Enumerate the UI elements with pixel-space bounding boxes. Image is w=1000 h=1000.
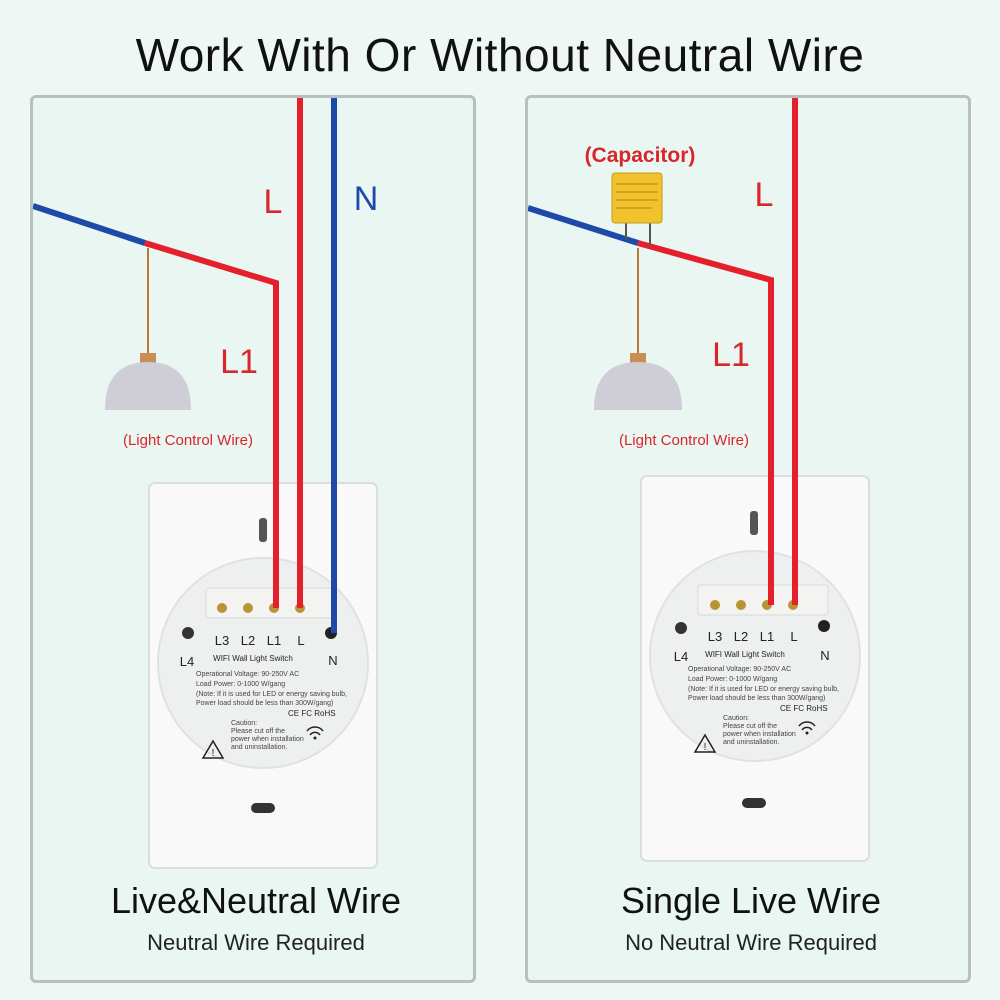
- product-name: WIFI Wall Light Switch: [213, 654, 293, 663]
- spec-load: Load Power: 0-1000 W/gang: [196, 681, 285, 688]
- terminal-label-l2: L2: [734, 629, 748, 644]
- switch-body: L3 L2 L1 L L4 N WIFI Wall Light Switch O…: [148, 482, 378, 869]
- terminal-label-l4: L4: [180, 654, 194, 669]
- panel-heading: Live&Neutral Wire: [110, 880, 402, 921]
- wiring-diagram-right: L3 L2 L1 L L4 N WIFI Wall Light Switch O…: [528, 98, 870, 862]
- terminal-label-n: N: [820, 648, 829, 663]
- load-wire-l1: [637, 240, 774, 605]
- spec-note-1: (Note: If it is used for LED or energy s…: [688, 686, 839, 693]
- caution-line-1: Caution:: [231, 720, 257, 727]
- label-load: L1: [220, 343, 258, 381]
- terminal-label-l1: L1: [760, 629, 774, 644]
- terminal-label-l2: L2: [241, 633, 255, 648]
- label-capacitor: (Capacitor): [585, 144, 696, 167]
- panel-subheading: No Neutral Wire Required: [625, 930, 877, 955]
- load-wire-l1: [144, 240, 279, 608]
- wiring-diagram-left: L3 L2 L1 L L4 N WIFI Wall Light Switch O…: [33, 98, 379, 869]
- panel-heading: Single Live Wire: [620, 880, 882, 921]
- caution-line-4: and uninstallation.: [231, 744, 287, 751]
- terminal-label-l1: L1: [267, 633, 281, 648]
- label-live: L: [264, 183, 283, 221]
- lamp-icon: [594, 248, 682, 410]
- caution-line-4: and uninstallation.: [723, 739, 779, 746]
- capacitor-icon: [611, 172, 663, 246]
- label-load: L1: [712, 336, 750, 374]
- terminal-label-l3: L3: [215, 633, 229, 648]
- warning-icon: !: [201, 739, 225, 759]
- spec-note-2: Power load should be less than 300W/gang…: [196, 700, 333, 707]
- caution-line-1: Caution:: [723, 715, 749, 722]
- label-light-control-wire: (Light Control Wire): [123, 432, 253, 449]
- neutral-wire-lamp: [33, 203, 146, 246]
- cert-marks: CE FC RoHS: [780, 704, 828, 713]
- switch-body: L3 L2 L1 L L4 N WIFI Wall Light Switch O…: [640, 475, 870, 862]
- lamp-icon: [105, 248, 191, 410]
- wifi-icon: [798, 721, 816, 735]
- spec-voltage: Operational Voltage: 90-250V AC: [688, 666, 791, 673]
- terminal-label-l4: L4: [674, 649, 688, 664]
- terminal-label-l: L: [790, 629, 797, 644]
- panel-subheading: Neutral Wire Required: [147, 930, 365, 955]
- warning-icon: !: [693, 733, 717, 753]
- terminal-label-l3: L3: [708, 629, 722, 644]
- caution-line-3: power when installation: [231, 736, 304, 743]
- spec-note-2: Power load should be less than 300W/gang…: [688, 695, 825, 702]
- panel-live-neutral: L3 L2 L1 L L4 N WIFI Wall Light Switch O…: [30, 95, 476, 983]
- label-light-control-wire: (Light Control Wire): [619, 432, 749, 449]
- svg-text:!: !: [704, 742, 707, 753]
- product-name: WIFI Wall Light Switch: [705, 650, 785, 659]
- panel-single-live: L3 L2 L1 L L4 N WIFI Wall Light Switch O…: [525, 95, 971, 983]
- spec-note-1: (Note: If it is used for LED or energy s…: [196, 691, 347, 698]
- wifi-icon: [306, 726, 324, 740]
- cert-marks: CE FC RoHS: [288, 709, 336, 718]
- spec-voltage: Operational Voltage: 90-250V AC: [196, 671, 299, 678]
- svg-text:!: !: [212, 748, 215, 759]
- terminal-label-n: N: [328, 653, 337, 668]
- caution-line-2: Please cut off the: [723, 723, 777, 730]
- spec-load: Load Power: 0-1000 W/gang: [688, 676, 777, 683]
- label-neutral: N: [354, 180, 379, 218]
- label-live: L: [755, 176, 774, 214]
- page-title: Work With Or Without Neutral Wire: [135, 29, 865, 81]
- neutral-wire-lamp: [528, 205, 639, 246]
- terminal-label-l: L: [297, 633, 304, 648]
- caution-line-2: Please cut off the: [231, 728, 285, 735]
- caution-line-3: power when installation: [723, 731, 796, 738]
